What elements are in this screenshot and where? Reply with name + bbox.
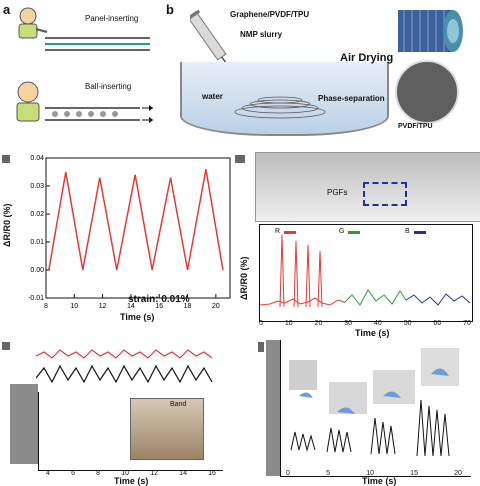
legend-red-label: R	[275, 228, 281, 235]
panel-d-xticks: 0 10 20 30 40 50 60 70	[259, 320, 471, 327]
tick-f-3: 15	[410, 470, 418, 477]
fiber-coil	[220, 72, 340, 122]
panel-d-ylabel: ΔR/R0 (%)	[239, 256, 249, 300]
tick-f-0: 0	[286, 470, 290, 477]
panel-b: Graphene/PVDF/TPU NMP slurry water Phase…	[160, 0, 480, 140]
fiber-cylinder	[390, 2, 470, 60]
panel-a: Panel-inserting Ball-inserting	[0, 0, 155, 135]
panel-c-ytick-label: -0.01	[28, 295, 44, 302]
panel-f-label-block	[258, 342, 264, 352]
person-icon	[8, 6, 48, 44]
pgfs-selection-box	[363, 182, 407, 206]
panel-c-annotation: strain: 0.01%	[128, 294, 190, 305]
tick-d-3: 30	[344, 320, 353, 327]
ball-inserting-caption: Ball-inserting	[85, 82, 132, 91]
panel-c-xtick-label: 20	[212, 303, 220, 310]
panel-e: Band 4 6 8 10 12 14 16 Time (s)	[2, 340, 237, 486]
tick-e-3: 10	[121, 470, 130, 477]
tick-d-5: 50	[403, 320, 412, 327]
panel-d: PGFs R G B ΔR/R0 (%) 0 10 20 30 40 50 60…	[235, 152, 480, 338]
panel-c-frame	[45, 157, 231, 299]
ball-inserting-diagram	[45, 98, 155, 128]
panel-b-label: b	[166, 2, 174, 17]
panel-c-label-block	[2, 155, 10, 163]
panel-e-xlabel: Time (s)	[114, 476, 149, 486]
phase-separation-label: Phase-separation	[318, 94, 385, 103]
tick-e-4: 12	[150, 470, 158, 477]
panel-e-axis-block	[10, 384, 38, 464]
tick-d-1: 10	[284, 320, 293, 327]
water-bath	[180, 62, 389, 136]
panel-d-xlabel: Time (s)	[355, 328, 390, 338]
textile-photo	[255, 152, 480, 222]
tick-d-2: 20	[314, 320, 323, 327]
pvdf-tpu-legend: PVDF/TPU	[398, 123, 433, 130]
tick-f-2: 10	[366, 470, 374, 477]
tick-e-0: 4	[46, 470, 50, 477]
panel-c-ylabel: ΔR/R0 (%)	[2, 203, 12, 247]
panel-d-chart-frame	[259, 224, 473, 322]
panel-c-ytick-label: 0.04	[30, 155, 44, 162]
panel-e-chart-frame	[38, 392, 223, 471]
panel-c-series-line	[48, 169, 224, 271]
panel-c-xtick-label: 16	[155, 303, 163, 310]
panel-c-ytick-label: 0.01	[30, 239, 44, 246]
panel-d-label-block	[235, 155, 245, 163]
air-drying-label: Air Drying	[340, 52, 394, 64]
panel-f-xticks: 0 5 10 15 20	[286, 470, 462, 477]
panel-e-label-block	[2, 342, 10, 350]
panel-c-ytick-label: 0.02	[30, 211, 44, 218]
panel-e-xticks: 4 6 8 10 12 14 16	[46, 470, 216, 477]
panel-c-xtick-label: 18	[184, 303, 192, 310]
panel-c-ytick-label: 0.00	[30, 267, 44, 274]
panel-inserting-diagram	[45, 30, 155, 56]
tick-d-0: 0	[259, 320, 263, 327]
panel-f: 0 5 10 15 20 Time (s)	[250, 340, 480, 486]
panel-c-xtick-label: 12	[99, 303, 107, 310]
panel-c-xtick-label: 14	[127, 303, 135, 310]
tick-f-4: 20	[454, 470, 462, 477]
panel-e-inset-photo	[130, 398, 204, 460]
tick-e-2: 8	[96, 470, 101, 477]
tick-e-1: 6	[71, 470, 75, 477]
tick-d-7: 70	[463, 320, 471, 327]
tick-f-1: 5	[326, 470, 330, 477]
water-label: water	[202, 92, 223, 101]
panel-a-label: a	[3, 2, 11, 17]
panel-f-xlabel: Time (s)	[362, 476, 397, 486]
person-icon-2	[8, 80, 48, 128]
pgfs-label: PGFs	[327, 188, 348, 197]
panel-e-inset-label: Band	[170, 401, 187, 408]
syringe-label-1: Graphene/PVDF/TPU	[230, 10, 310, 19]
panel-c-ytick-label: 0.03	[30, 183, 44, 190]
syringe-label-2: NMP slurry	[240, 30, 283, 39]
tick-e-5: 14	[179, 470, 187, 477]
legend-green-label: G	[339, 228, 345, 235]
panel-c-xtick-label: 10	[70, 303, 78, 310]
panel-f-axis-block	[266, 340, 280, 476]
panel-c-xlabel: Time (s)	[120, 312, 155, 322]
tick-d-4: 40	[373, 320, 382, 327]
tick-d-6: 60	[433, 320, 442, 327]
cross-section-zoom	[395, 60, 459, 124]
tick-e-6: 16	[208, 470, 216, 477]
panel-inserting-caption: Panel-inserting	[85, 14, 139, 23]
panel-c-xtick-label: 8	[44, 303, 48, 310]
panel-e-signal-traces	[35, 340, 216, 388]
legend-blue-label: B	[405, 228, 410, 235]
panel-c-chart: 0.04 0.03 0.02 0.01 0.00 -0.018 10 12 14 16 18 20	[28, 155, 231, 310]
panel-f-chart-frame	[280, 340, 471, 477]
